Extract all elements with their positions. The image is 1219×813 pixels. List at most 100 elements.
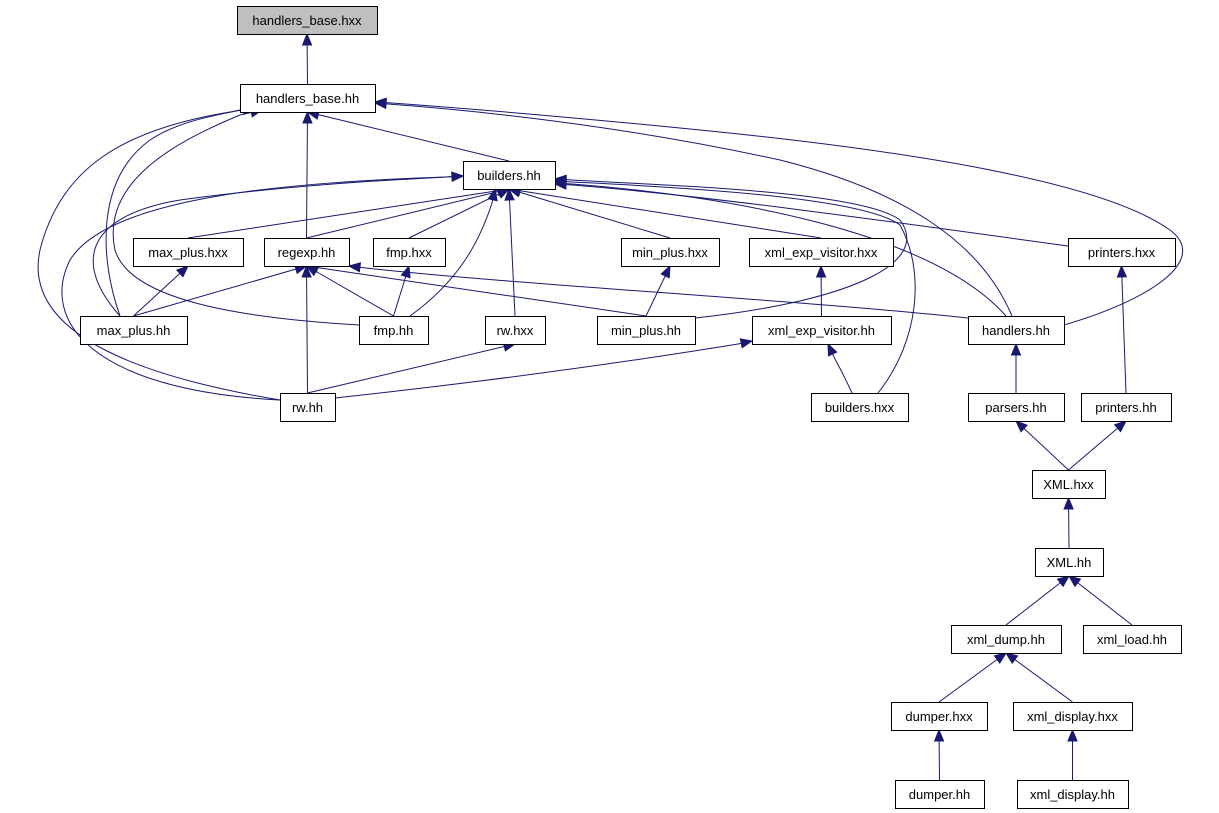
edge-line-min-plus-hxx-to-builders-hh [508,188,671,239]
edge-arrowhead-handlers-base-hh-to-handlers-base-hxx [301,32,313,46]
node-box[interactable] [1032,470,1106,499]
node-min-plus-hxx[interactable]: min_plus.hxx [621,238,720,267]
edge-max-plus-hh-to-handlers-base-hh [105,103,260,317]
edge-line-max-plus-hh-to-max-plus-hxx [133,265,189,317]
node-box[interactable] [280,393,336,422]
edge-line-xml-exp-visitor-hxx-to-builders-hh [508,188,822,239]
node-box[interactable] [968,316,1065,345]
edge-line-fmp-hh-to-regexp-hh [306,265,394,317]
edge-arrowhead-xml-display-hxx-to-xml-dump-hh [1004,652,1019,665]
node-box[interactable] [621,238,720,267]
edge-handlers-hh-to-regexp-hh [347,262,969,319]
node-xml-load-hh[interactable]: xml_load.hh [1083,625,1182,654]
edge-arrowhead-rw-hxx-to-builders-hh [504,187,515,201]
node-xml-exp-visitor-hxx[interactable]: xml_exp_visitor.hxx [749,238,894,267]
edges-layer [37,32,1184,781]
edge-fmp-hh-to-handlers-base-hh [112,107,360,326]
node-box[interactable] [237,6,378,35]
node-dumper-hxx[interactable]: dumper.hxx [891,702,988,731]
node-box[interactable] [597,316,696,345]
node-box[interactable] [951,625,1062,654]
node-label: fmp.hh [374,323,414,338]
edge-line-xml-display-hxx-to-xml-dump-hh [1005,652,1073,703]
node-max-plus-hh[interactable]: max_plus.hh [80,316,188,345]
node-handlers-base-hxx[interactable]: handlers_base.hxx [237,6,378,35]
node-rw-hxx[interactable]: rw.hxx [485,316,546,345]
node-xml-display-hxx[interactable]: xml_display.hxx [1013,702,1133,731]
node-box[interactable] [749,238,894,267]
edge-arrowhead-builders-hxx-to-xml-exp-visitor-hh [827,342,838,357]
node-box[interactable] [133,238,244,267]
node-handlers-base-hh[interactable]: handlers_base.hh [240,84,376,113]
edge-min-plus-hxx-to-builders-hh [507,187,671,239]
node-printers-hh[interactable]: printers.hh [1081,393,1172,422]
edge-arrowhead-xml-load-hh-to-xml-hh [1067,575,1082,588]
node-xml-dump-hh[interactable]: xml_dump.hh [951,625,1062,654]
edge-xml-load-hh-to-xml-hh [1067,575,1133,626]
node-printers-hxx[interactable]: printers.hxx [1068,238,1176,267]
node-regexp-hh[interactable]: regexp.hh [264,238,350,267]
node-max-plus-hxx[interactable]: max_plus.hxx [133,238,244,267]
node-label: xml_load.hh [1097,632,1167,647]
node-box[interactable] [373,238,446,267]
edge-arrowhead-xml-dump-hh-to-xml-hh [1056,575,1071,588]
node-box[interactable] [752,316,892,345]
node-xml-hxx[interactable]: XML.hxx [1032,470,1106,499]
node-builders-hh[interactable]: builders.hh [463,161,556,190]
node-box[interactable] [80,316,188,345]
node-box[interactable] [891,702,988,731]
node-label: dumper.hh [909,787,970,802]
node-box[interactable] [1013,702,1133,731]
edge-arrowhead-rw-hh-to-builders-hh [451,171,465,182]
edge-line-builders-hxx-to-builders-hh [554,180,916,394]
node-box[interactable] [968,393,1065,422]
node-box[interactable] [895,780,985,809]
edge-arrowhead-fmp-hh-to-builders-hh [487,187,498,202]
edge-line-builders-hxx-to-xml-exp-visitor-hh [827,343,853,394]
edge-rw-hh-to-xml-exp-visitor-hh [334,338,754,399]
node-xml-display-hh[interactable]: xml_display.hh [1017,780,1129,809]
node-dumper-hh[interactable]: dumper.hh [895,780,985,809]
node-rw-hh[interactable]: rw.hh [280,393,336,422]
node-box[interactable] [1035,548,1104,577]
node-box[interactable] [359,316,429,345]
node-builders-hxx[interactable]: builders.hxx [811,393,909,422]
edge-xml-display-hh-to-xml-display-hxx [1067,728,1078,780]
edge-line-handlers-hh-to-regexp-hh [348,265,969,319]
edge-printers-hh-to-printers-hxx [1116,264,1128,394]
edge-xml-hxx-to-parsers-hh [1015,420,1069,471]
node-box[interactable] [811,393,909,422]
node-label: min_plus.hh [611,323,681,338]
edge-handlers-base-hh-to-handlers-base-hxx [301,32,313,85]
edge-arrowhead-xml-display-hh-to-xml-display-hxx [1067,728,1078,742]
edge-builders-hxx-to-xml-exp-visitor-hh [827,342,853,394]
node-box[interactable] [485,316,546,345]
node-box[interactable] [240,84,376,113]
node-box[interactable] [463,161,556,190]
edge-line-printers-hxx-to-builders-hh [554,183,1069,247]
node-fmp-hxx[interactable]: fmp.hxx [373,238,446,267]
edge-line-xml-load-hh-to-xml-hh [1068,575,1133,626]
node-box[interactable] [1017,780,1129,809]
node-label: rw.hh [292,400,323,415]
node-handlers-hh[interactable]: handlers.hh [968,316,1065,345]
node-box[interactable] [1083,625,1182,654]
node-box[interactable] [264,238,350,267]
node-min-plus-hh[interactable]: min_plus.hh [597,316,696,345]
edge-xml-exp-visitor-hh-to-xml-exp-visitor-hxx [815,264,827,317]
node-fmp-hh[interactable]: fmp.hh [359,316,429,345]
node-label: xml_display.hxx [1027,709,1118,724]
edge-fmp-hh-to-builders-hh [409,187,498,317]
edge-builders-hh-to-handlers-base-hh [306,109,510,162]
node-label: rw.hxx [497,323,534,338]
node-parsers-hh[interactable]: parsers.hh [968,393,1065,422]
edge-arrowhead-printers-hh-to-printers-hxx [1116,264,1128,278]
node-box[interactable] [1068,238,1176,267]
edge-arrowhead-handlers-hh-to-regexp-hh [347,262,362,273]
node-box[interactable] [1081,393,1172,422]
nodes-layer: handlers_base.hxx handlers_base.hhbuilder… [80,6,1182,809]
edge-line-fmp-hh-to-builders-hh [409,188,496,317]
node-xml-exp-visitor-hh[interactable]: xml_exp_visitor.hh [752,316,892,345]
edge-arrowhead-rw-hh-to-regexp-hh [301,264,312,278]
node-xml-hh[interactable]: XML.hh [1035,548,1104,577]
